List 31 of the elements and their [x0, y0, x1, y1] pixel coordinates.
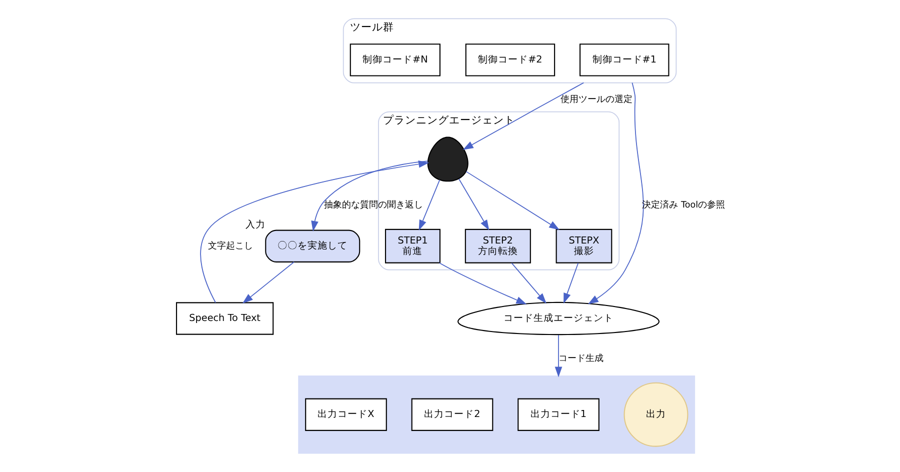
node-person [426, 136, 468, 182]
edge-label: 使用ツールの選定 [560, 95, 632, 106]
arrow [418, 179, 440, 231]
arrow [438, 262, 526, 304]
edge-label: 抽象的な質問の聞き返し [324, 200, 423, 210]
arrow [510, 262, 546, 304]
arrow [462, 82, 584, 150]
node-box: 制御コード#2 [464, 44, 555, 76]
arrow [242, 262, 294, 304]
node-box: 出力コード1 [517, 398, 599, 431]
arrow [310, 160, 428, 232]
node-label: 出力 [645, 409, 666, 420]
node-box: STEP1 前進 [384, 228, 440, 264]
arrow [465, 171, 560, 230]
node-box: 制御コード#N [349, 44, 440, 76]
arrow [458, 178, 489, 230]
edge-label: コード生成 [558, 354, 603, 364]
node-label: 入力 [245, 220, 266, 231]
cluster [298, 375, 695, 454]
node-box: 制御コード#1 [579, 44, 669, 76]
arrow [200, 160, 429, 304]
node-box: 出力コード2 [410, 398, 493, 431]
node-box: 〇〇を実施して [264, 230, 360, 262]
arrow [587, 82, 644, 304]
arrow [563, 262, 578, 304]
arrow [554, 334, 562, 378]
edge-label: 文字起こし [208, 241, 253, 252]
node-box: STEPX 撮影 [555, 228, 612, 264]
node-box: STEP2 方向転換 [464, 228, 530, 264]
node-box: 出力コードX [304, 398, 386, 431]
node-box: Speech To Text [175, 302, 274, 335]
